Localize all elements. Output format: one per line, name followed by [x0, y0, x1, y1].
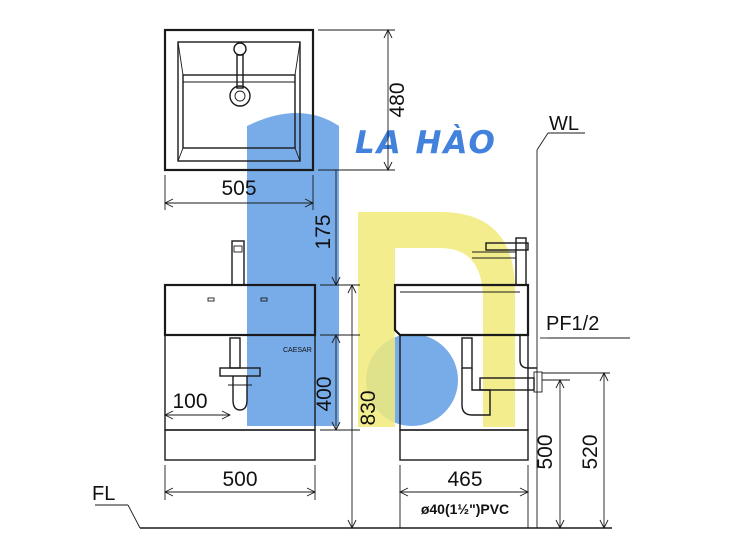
side-view	[393, 132, 585, 528]
faucet-hole-icon	[233, 42, 247, 56]
basin-bowl	[182, 74, 296, 149]
watermark-logo: LA HÀO	[247, 113, 515, 427]
dim-total-height: 830	[357, 390, 380, 425]
dim-drain-height: 500	[534, 434, 557, 469]
dim-cabinet-width: 500	[222, 468, 257, 491]
dim-side-depth: 465	[447, 468, 482, 491]
watermark-blue-bar	[247, 126, 339, 426]
front-view: CAESAR	[163, 240, 317, 461]
basin-top-view	[163, 28, 315, 172]
dim-supply-height: 520	[579, 434, 602, 469]
dim-basin-width: 505	[221, 177, 256, 200]
supply-pipe	[519, 335, 537, 369]
dim-cabinet-height: 400	[313, 376, 336, 411]
drain-icon	[229, 85, 251, 107]
cabinet-base	[164, 429, 316, 461]
label-drain-pipe: ø40(1½")PVC	[421, 501, 509, 517]
watermark-blue-arc	[247, 113, 339, 126]
brand-label: CAESAR	[283, 347, 312, 354]
label-supply-fitting: PF1/2	[546, 313, 599, 335]
drain-pipe-icon	[229, 337, 241, 369]
label-wall-line: WL	[549, 113, 579, 135]
basin-outline	[163, 28, 315, 172]
basin-inner-rim	[177, 41, 301, 162]
dim-drain-offset: 100	[172, 390, 207, 413]
label-floor-line: FL	[92, 483, 115, 505]
dim-basin-depth: 480	[386, 82, 409, 117]
watermark-yellow-arch	[358, 212, 515, 427]
faucet-side-icon	[485, 242, 529, 251]
watermark-text: LA HÀO	[355, 125, 497, 161]
dim-wall-to-counter: 175	[312, 214, 335, 249]
